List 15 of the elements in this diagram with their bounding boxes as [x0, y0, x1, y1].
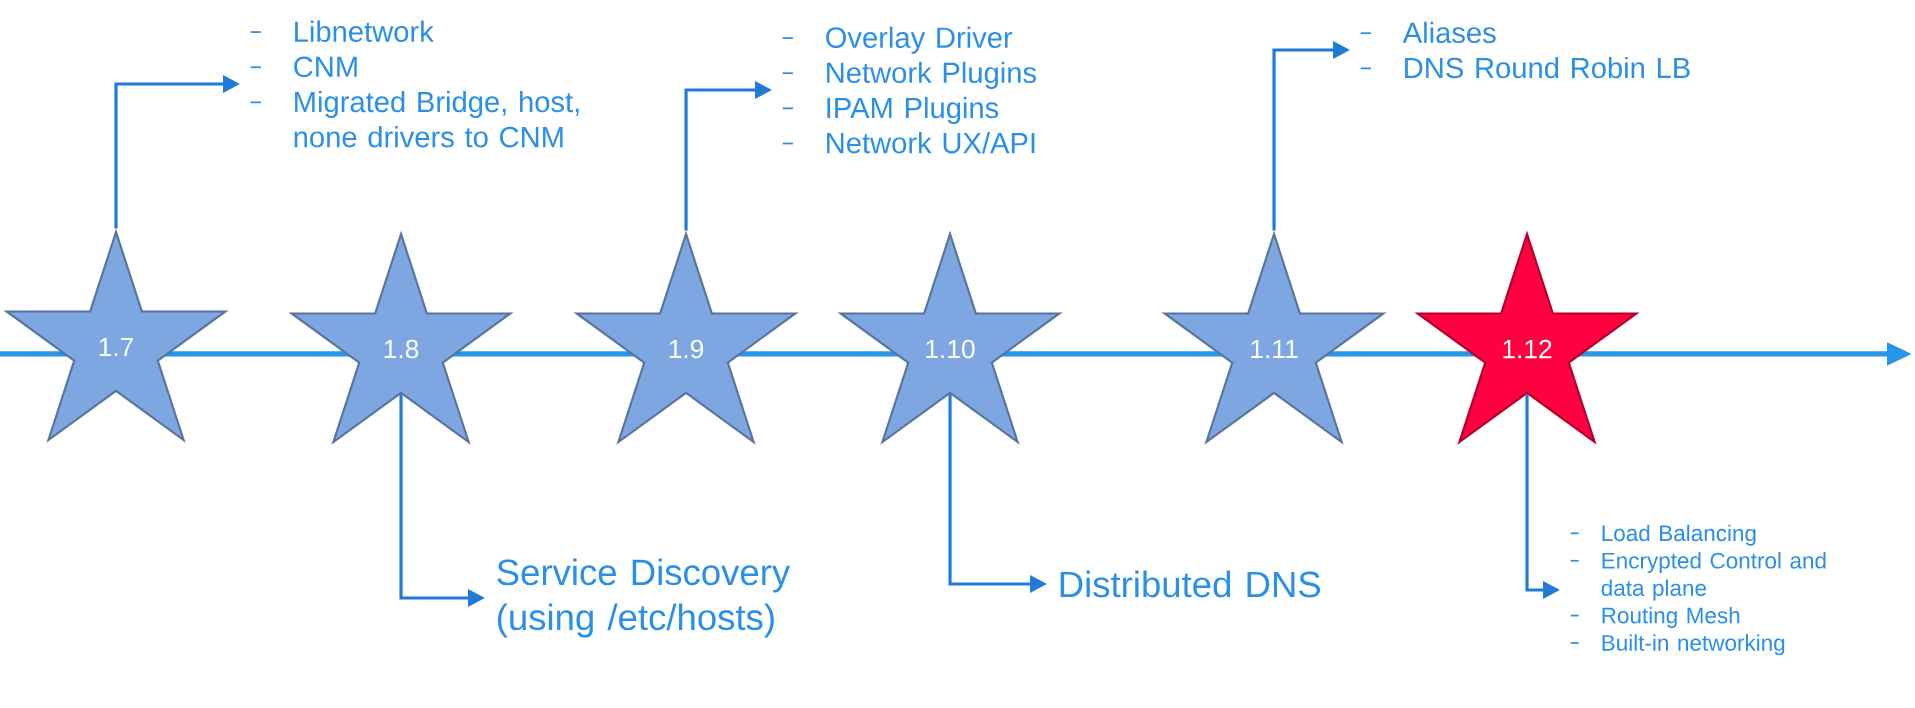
list-item: Libnetwork — [295, 20, 434, 42]
list-item: Aliases — [1402, 21, 1496, 44]
list-item: Network Plugins — [827, 61, 1036, 89]
list-item: Load Balancing — [1602, 524, 1756, 546]
list-item: Network UX/API — [827, 132, 1035, 154]
feature-text: Service Discovery (using /etc/hosts) — [497, 558, 791, 638]
list-item: CNM — [294, 56, 357, 78]
list-item: Encrypted Control and data plane — [1601, 552, 1826, 601]
list-item: Built-in networking — [1602, 634, 1785, 656]
feature-text: Distributed DNS — [1060, 570, 1321, 598]
list-item: Routing Mesh — [1602, 606, 1740, 628]
list-item: Migrated Bridge, host, none drivers to CNM — [294, 90, 579, 148]
list-item: IPAM Plugins — [827, 96, 999, 125]
list-item: DNS Round Robin LB — [1405, 56, 1690, 79]
list-item: Overlay Driver — [826, 26, 1013, 54]
